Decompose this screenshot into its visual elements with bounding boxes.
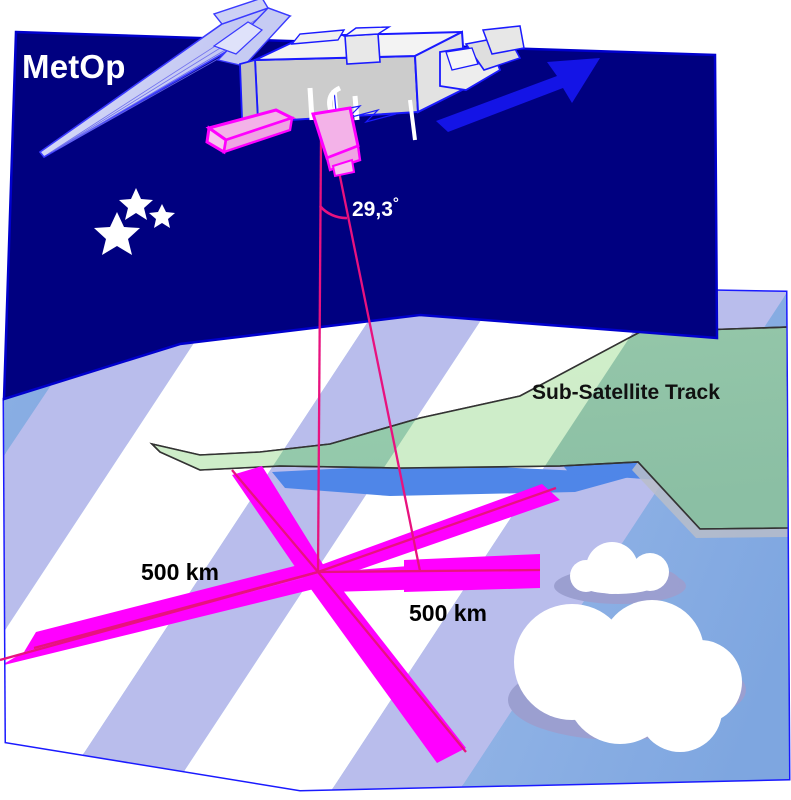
cloud-large: [508, 600, 746, 752]
swath-width-label-right: 500 km: [409, 600, 488, 626]
instrument-box-left-face: [222, 116, 294, 154]
star-group: [94, 188, 175, 255]
space-panel: [2, 30, 719, 401]
space-background: [2, 30, 719, 401]
rear-module-d: [481, 25, 525, 55]
instrument-group: [205, 106, 362, 178]
star-icon-small: [149, 204, 175, 228]
swath-width-label-left: 500 km: [141, 559, 220, 585]
cloud-group: [508, 542, 746, 752]
swath-bar-e2: [404, 554, 540, 592]
scan-ray-4: [317, 571, 467, 753]
swath-bar-nw: [232, 466, 324, 574]
swath-bar-w: [24, 560, 318, 652]
scan-line-nadir: [316, 138, 323, 573]
cloud-small: [554, 542, 686, 604]
star-icon-large: [94, 212, 140, 255]
star-icon-medium: [119, 188, 153, 220]
satellite-metop: [38, 0, 525, 178]
rear-module-c: [445, 47, 479, 71]
scan-line-right: [331, 141, 422, 572]
satellite-name-label: MetOp: [22, 48, 126, 85]
scan-angle-value: 29,3: [352, 198, 393, 221]
scan-ray-3: [317, 486, 557, 574]
landmass-shadow: [632, 462, 789, 538]
instrument-box-scanner-foot: [331, 158, 356, 178]
scan-ray-1: [231, 469, 319, 573]
land-swath-white-2: [152, 327, 672, 529]
antenna-boom-4: [307, 87, 315, 121]
scan-ray-5: [33, 570, 319, 650]
earth-panel: [2, 285, 791, 792]
swath-band-lavender-1: [4, 287, 240, 790]
swath-band-white-1: [4, 287, 400, 790]
scan-angle-label: 29,3°: [352, 195, 399, 222]
angle-arc: [319, 205, 348, 220]
solar-panel-upper: [212, 0, 270, 25]
swath-band-lavender-2: [40, 287, 512, 790]
swath-marker-bars: [4, 466, 560, 763]
instrument-box-scanner-face: [325, 144, 362, 172]
swath-bar-w2: [4, 574, 318, 666]
velocity-arrow-icon: [436, 58, 600, 132]
scan-cone-lines: [0, 138, 557, 753]
top-fin-left: [290, 29, 346, 45]
ocean-left-strip: [4, 287, 126, 790]
sub-satellite-track-label: Sub-Satellite Track: [532, 381, 720, 404]
deep-sea-notch: [272, 464, 640, 496]
landmass-outline: [149, 326, 789, 530]
scan-ray-6: [317, 568, 541, 574]
solar-array-yoke: [212, 21, 264, 55]
body-left-end: [239, 58, 259, 124]
truss-structure: [329, 105, 397, 124]
degree-symbol: °: [392, 195, 399, 212]
antenna-boom-3: [408, 99, 417, 141]
swath-bar-se: [300, 566, 466, 763]
tower-top: [342, 26, 392, 37]
instrument-tower: [344, 33, 381, 65]
solar-array: [38, 0, 292, 159]
